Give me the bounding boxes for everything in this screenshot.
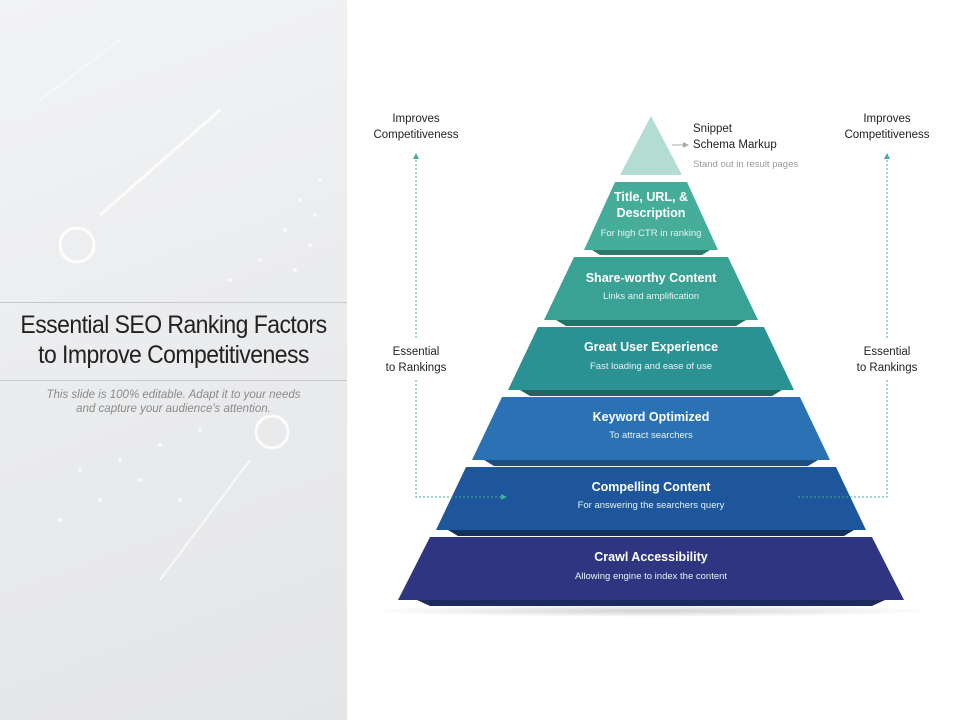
title-rule-bottom bbox=[0, 380, 347, 381]
snippet-title-line-1: Snippet bbox=[693, 123, 733, 135]
level-band bbox=[584, 182, 718, 250]
pyramid-level-compelling-content: Compelling Content For answering the sea… bbox=[436, 467, 866, 536]
level-description: Fast loading and ease of use bbox=[590, 361, 712, 372]
level-title: Keyword Optimized bbox=[593, 410, 710, 424]
level-band bbox=[398, 537, 904, 600]
slide-title: Essential SEO Ranking Factors to Improve… bbox=[14, 310, 333, 370]
subtitle-line-2: and capture your audience's attention. bbox=[76, 403, 271, 415]
left-connector-arrow bbox=[415, 380, 507, 500]
decorative-background bbox=[39, 39, 322, 581]
title-line-2: to Improve Competitiveness bbox=[38, 341, 309, 369]
level-shadow bbox=[556, 320, 746, 326]
level-shadow bbox=[417, 600, 885, 606]
level-shadow bbox=[484, 460, 818, 466]
left-annotation: Improves Competitiveness Essential to Ra… bbox=[373, 113, 507, 500]
left-panel: Essential SEO Ranking Factors to Improve… bbox=[0, 0, 347, 720]
left-top-label-line-1: Improves bbox=[392, 113, 440, 125]
level-shadow bbox=[520, 390, 782, 396]
level-description: For high CTR in ranking bbox=[601, 228, 702, 239]
pyramid-level-crawl-accessibility: Crawl Accessibility Allowing engine to i… bbox=[398, 537, 904, 606]
level-shadow bbox=[592, 250, 710, 255]
right-top-label-line-1: Improves bbox=[863, 113, 911, 125]
level-description: To attract searchers bbox=[609, 430, 693, 441]
pyramid-level-keyword-optimized: Keyword Optimized To attract searchers bbox=[472, 397, 830, 466]
level-title: Share-worthy Content bbox=[586, 271, 717, 285]
left-top-label-line-2: Competitiveness bbox=[373, 129, 458, 141]
subtitle-line-1: This slide is 100% editable. Adapt it to… bbox=[46, 389, 301, 401]
level-title: Great User Experience bbox=[584, 340, 718, 354]
level-band bbox=[544, 257, 758, 320]
title-rule-top bbox=[0, 302, 347, 303]
pyramid-level-share-worthy-content: Share-worthy Content Links and amplifica… bbox=[544, 257, 758, 326]
pyramid-top-snippet-schema: Snippet Schema Markup Stand out in resul… bbox=[620, 116, 798, 175]
pyramid-level-great-user-experience: Great User Experience Fast loading and e… bbox=[508, 327, 794, 396]
level-title: Crawl Accessibility bbox=[594, 550, 708, 564]
left-mid-label-line-2: to Rankings bbox=[386, 362, 447, 374]
pyramid-floor-shadow bbox=[361, 605, 941, 617]
right-mid-label-line-2: to Rankings bbox=[857, 362, 918, 374]
pyramid-apex bbox=[620, 116, 682, 175]
pyramid-level-title-url-description: Title, URL, & Description For high CTR i… bbox=[584, 182, 718, 255]
level-title-line-2: Description bbox=[617, 206, 686, 220]
title-line-1: Essential SEO Ranking Factors bbox=[20, 311, 327, 339]
level-band bbox=[508, 327, 794, 390]
level-description: For answering the searchers query bbox=[578, 500, 725, 511]
slide-subtitle: This slide is 100% editable. Adapt it to… bbox=[20, 388, 327, 416]
left-mid-label-line-1: Essential bbox=[393, 346, 440, 358]
level-band bbox=[472, 397, 830, 460]
right-top-label-line-2: Competitiveness bbox=[844, 129, 929, 141]
right-connector-line bbox=[798, 380, 888, 498]
level-band bbox=[436, 467, 866, 530]
level-title: Compelling Content bbox=[592, 480, 712, 494]
level-title-line-1: Title, URL, & bbox=[614, 190, 688, 204]
level-shadow bbox=[448, 530, 854, 536]
level-description: Links and amplification bbox=[603, 291, 699, 302]
snippet-description: Stand out in result pages bbox=[693, 159, 798, 170]
right-mid-label-line-1: Essential bbox=[864, 346, 911, 358]
right-annotation: Improves Competitiveness Essential to Ra… bbox=[798, 113, 930, 498]
snippet-title-line-2: Schema Markup bbox=[693, 139, 777, 151]
level-description: Allowing engine to index the content bbox=[575, 571, 727, 582]
